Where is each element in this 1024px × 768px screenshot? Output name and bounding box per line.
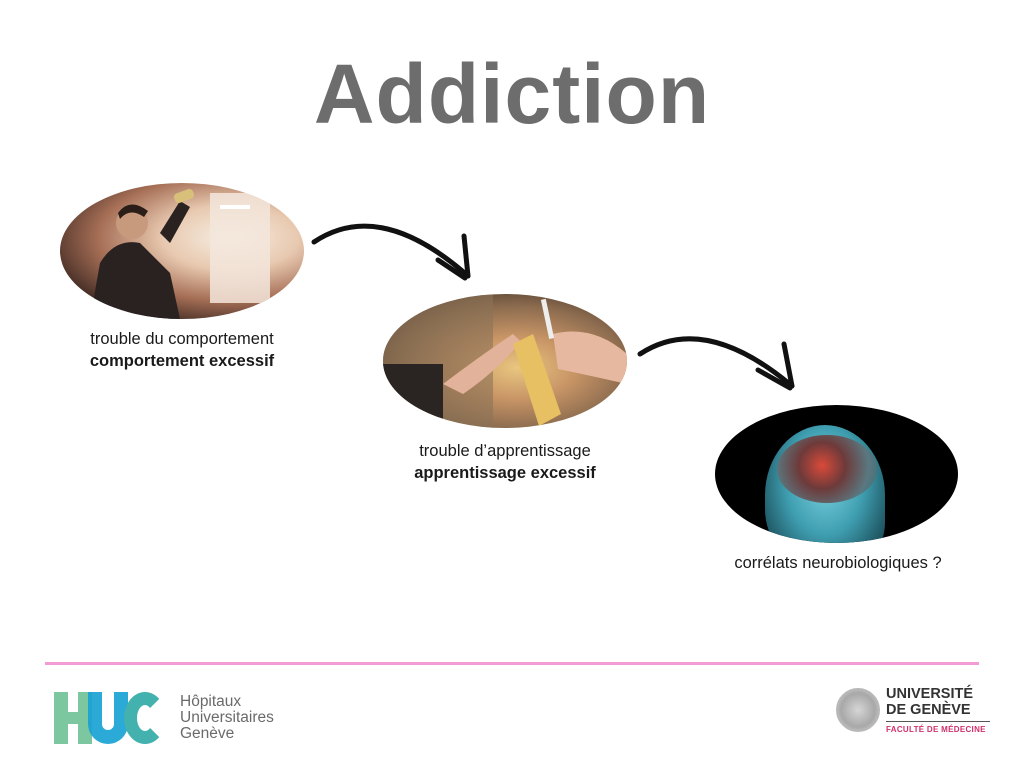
- unige-logo: UNIVERSITÉ DE GENÈVE FACULTÉ DE MÉDECINE: [836, 686, 990, 734]
- step-3-caption: corrélats neurobiologiques ?: [696, 552, 980, 574]
- brain-graphic: [777, 435, 877, 503]
- slide-title: Addiction: [313, 47, 711, 141]
- hug-line1: Hôpitaux: [180, 693, 242, 710]
- step-1-line2: comportement excessif: [89, 352, 275, 370]
- hug-line3: Genève: [180, 725, 235, 742]
- unige-line2: DE GENÈVE: [886, 702, 971, 718]
- drinking-person-illustration: [90, 189, 270, 319]
- curved-arrow-icon: [637, 336, 795, 391]
- hug-line2: Universitaires: [180, 709, 274, 726]
- unige-rule: [886, 721, 990, 722]
- brain-scan-image: [715, 405, 958, 543]
- curved-arrow-icon: [311, 223, 471, 281]
- unige-line1: UNIVERSITÉ: [886, 686, 974, 702]
- step-1-line1: trouble du comportement: [90, 330, 274, 348]
- university-seal-icon: [836, 688, 880, 732]
- refusing-hands-illustration: [383, 294, 627, 428]
- step-2-caption: trouble d’apprentissage apprentissage ex…: [363, 440, 647, 484]
- hug-logo-text: Hôpitaux Universitaires Genève: [180, 694, 274, 742]
- hug-logo-mark: [54, 692, 166, 744]
- refusing-hands-image: [383, 294, 627, 428]
- step-2-line1: trouble d’apprentissage: [419, 442, 591, 460]
- footer-divider: [45, 662, 979, 665]
- unige-faculty: FACULTÉ DE MÉDECINE: [886, 725, 986, 734]
- hug-logo: Hôpitaux Universitaires Genève: [54, 692, 274, 744]
- step-2-line2: apprentissage excessif: [414, 464, 596, 482]
- step-1-caption: trouble du comportement comportement exc…: [40, 328, 324, 372]
- drinking-person-image: [60, 183, 304, 319]
- step-3-line1: corrélats neurobiologiques ?: [734, 554, 942, 572]
